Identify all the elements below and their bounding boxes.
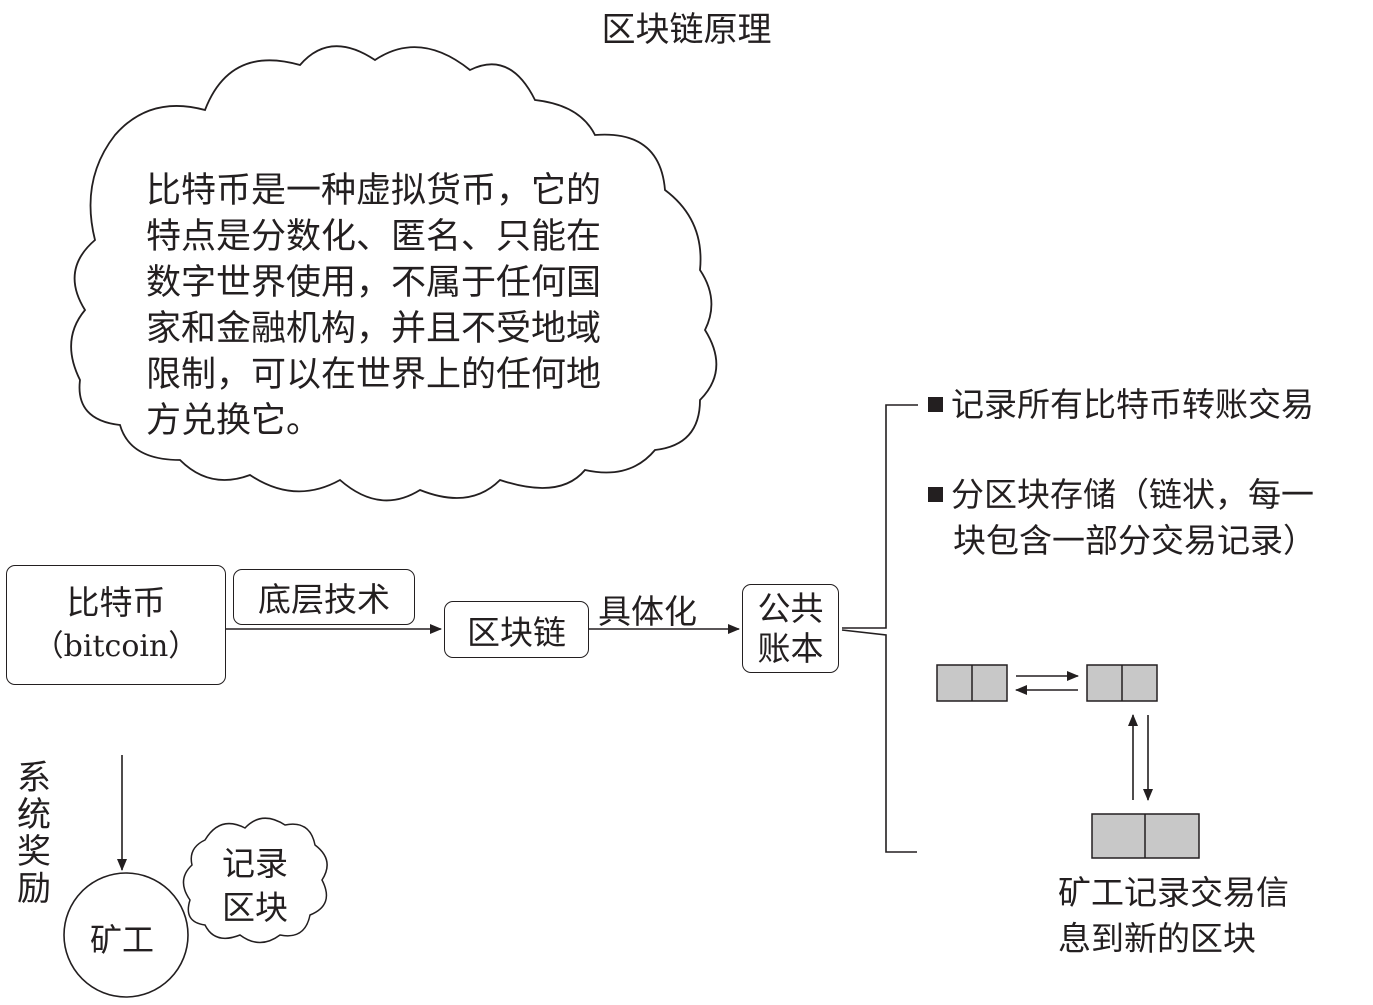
bullet-square-icon (928, 397, 943, 412)
system-reward-text: 系统奖励 (17, 758, 51, 909)
blockchain-box: 区块链 (444, 601, 589, 658)
chain-block-right (1086, 664, 1158, 702)
bitcoin-label: 比特币 (66, 583, 166, 622)
diagram-title: 区块链原理 (601, 10, 772, 50)
underlying-tech-label: 底层技术 (233, 569, 415, 625)
bitcoin-box: 比特币 （bitcoin） (6, 565, 226, 685)
concretize-label: 具体化 (598, 592, 697, 631)
miner-record-caption: 矿工记录交易信 息到新的区块 (1058, 873, 1289, 958)
miner-circle (63, 872, 189, 998)
cloud-line: 家和金融机构，并且不受地域 (146, 309, 602, 349)
bitcoin-english-label: （bitcoin） (33, 629, 199, 664)
chain-block-new (1091, 813, 1200, 859)
thought-cloud (70, 45, 718, 502)
cloud-line: 方兑换它。 (146, 401, 322, 441)
cloud-line: 特点是分数化、匿名、只能在 (146, 217, 602, 257)
public-ledger-box: 公共 账本 (742, 584, 839, 673)
record-block-text: 记录 区块 (222, 844, 288, 927)
cloud-line: 数字世界使用，不属于任何国 (146, 263, 602, 303)
cloud-text: 比特币是一种虚拟货币，它的 特点是分数化、匿名、只能在 数字世界使用，不属于任何… (146, 168, 666, 444)
chain-block-left (936, 664, 1008, 702)
miner-label: 矿工 (90, 921, 155, 959)
bullet-block-storage: 分区块存储（链状，每一 块包含一部分交易记录） (928, 472, 1316, 564)
cloud-line: 比特币是一种虚拟货币，它的 (146, 171, 602, 211)
cloud-line: 限制，可以在世界上的任何地 (146, 355, 602, 395)
record-block-cloud (182, 817, 328, 944)
bullet-square-icon (928, 487, 943, 502)
ledger-bracket (841, 404, 918, 853)
system-reward-label: 系统奖励 (14, 760, 54, 908)
bullet-record-all: 记录所有比特币转账交易 (928, 382, 1314, 428)
